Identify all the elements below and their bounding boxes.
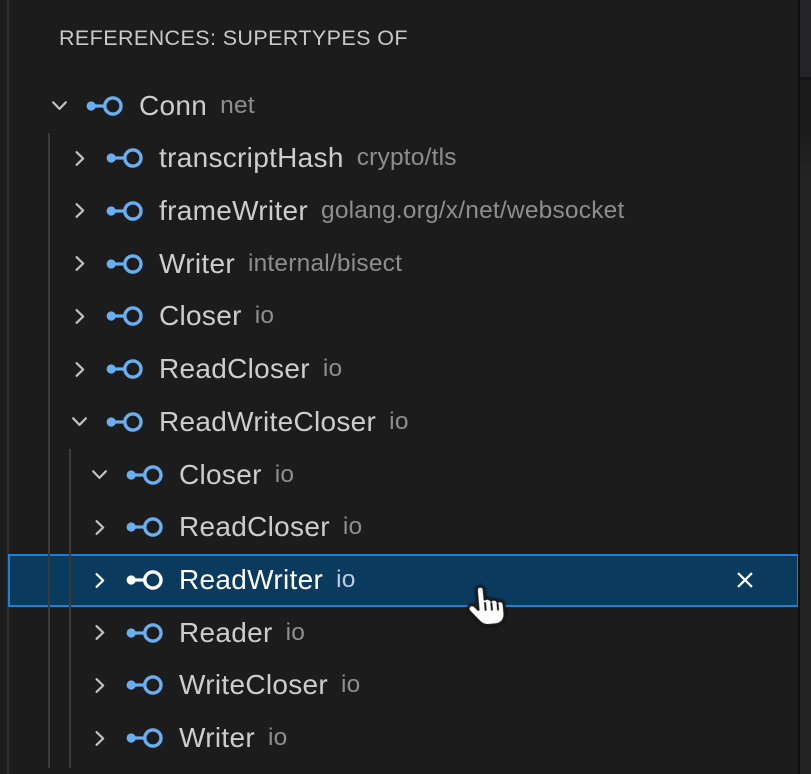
symbol-interface-icon: [106, 252, 143, 276]
tree-row-description: net: [220, 91, 255, 119]
editor-edge-top: [800, 0, 811, 77]
tree-row-label: transcriptHash: [159, 142, 344, 174]
tree-row-description: internal/bisect: [247, 249, 403, 277]
supertypes-tree: Conn net transcriptHash crypto/tls: [0, 79, 799, 774]
tree-row-description: io: [322, 355, 343, 383]
tree-row-label: Closer: [179, 458, 262, 490]
tree-row-description: io: [285, 618, 306, 646]
symbol-interface-icon: [126, 673, 163, 697]
symbol-interface-icon: [126, 515, 163, 539]
tree-row[interactable]: Closer io: [8, 290, 799, 343]
tree-row[interactable]: Writer io: [8, 712, 799, 765]
tree-row-description: io: [274, 460, 295, 488]
chevron-icon[interactable]: [66, 132, 92, 185]
symbol-interface-icon: [126, 568, 163, 592]
tree-row[interactable]: Conn net: [8, 79, 799, 132]
tree-row-label: Closer: [159, 300, 242, 332]
tree-row[interactable]: transcriptHash crypto/tls: [8, 132, 799, 185]
symbol-interface-icon: [86, 94, 123, 118]
tree-row-label: ReadWriteCloser: [159, 405, 377, 437]
chevron-icon[interactable]: [66, 343, 92, 396]
chevron-icon[interactable]: [66, 237, 92, 290]
tree-row-label: ReadCloser: [159, 353, 310, 385]
panel-editor-divider: [798, 0, 801, 774]
chevron-icon[interactable]: [86, 448, 112, 501]
tree-row-label: frameWriter: [159, 194, 309, 226]
tree-row[interactable]: Reader io: [8, 606, 799, 659]
symbol-interface-icon: [106, 199, 143, 223]
tree-row-description: crypto/tls: [356, 144, 457, 172]
symbol-interface-icon: [126, 463, 163, 487]
tree-row-label: Writer: [179, 722, 255, 754]
tree-row-description: io: [267, 724, 288, 752]
tree-row-description: io: [389, 407, 409, 435]
symbol-interface-icon: [106, 304, 143, 328]
tree-row[interactable]: ReadCloser io: [8, 501, 799, 554]
panel-header: REFERENCES: SUPERTYPES OF: [0, 0, 798, 78]
chevron-icon[interactable]: [86, 606, 112, 659]
tree-row-label: Conn: [139, 89, 208, 121]
tree-row-description: io: [336, 566, 356, 593]
tree-row-description: io: [342, 513, 363, 541]
tree-row[interactable]: WriteCloser io: [8, 659, 799, 712]
tree-row[interactable]: ReadWriteCloser io: [8, 395, 799, 448]
tree-row[interactable]: ReadWriter io: [8, 553, 799, 607]
tree-row-description: io: [254, 302, 275, 330]
chevron-icon[interactable]: [86, 659, 112, 712]
chevron-icon[interactable]: [86, 712, 112, 765]
tree-row[interactable]: ReadCloser io: [8, 343, 799, 396]
chevron-icon[interactable]: [66, 395, 92, 448]
tree-row-label: WriteCloser: [179, 669, 329, 701]
symbol-interface-icon: [106, 357, 143, 381]
editor-edge-strip: [800, 0, 811, 774]
tree-row-description: io: [341, 671, 361, 699]
symbol-interface-icon: [126, 726, 163, 750]
symbol-interface-icon: [126, 621, 163, 645]
tree-row[interactable]: frameWriter golang.org/x/net/websocket: [8, 184, 799, 237]
editor-edge-bottom: [800, 133, 811, 774]
tree-row[interactable]: Closer io: [8, 448, 799, 501]
tree-row[interactable]: Writer internal/bisect: [8, 237, 799, 290]
tree-row-label: ReadCloser: [179, 511, 330, 543]
symbol-interface-icon: [106, 146, 143, 170]
symbol-interface-icon: [106, 410, 143, 434]
editor-edge-separator: [800, 77, 811, 80]
tree-row-label: Writer: [159, 247, 235, 279]
panel-left-border: [7, 0, 9, 774]
tree-row-label: ReadWriter: [179, 564, 324, 595]
chevron-icon[interactable]: [86, 501, 112, 554]
tree-row-label: Reader: [179, 616, 273, 648]
chevron-icon[interactable]: [46, 79, 72, 132]
chevron-icon[interactable]: [66, 184, 92, 237]
close-icon[interactable]: [733, 568, 757, 592]
editor-edge-mid: [800, 80, 811, 133]
chevron-icon[interactable]: [86, 554, 112, 607]
chevron-icon[interactable]: [66, 290, 92, 343]
tree-row-description: golang.org/x/net/websocket: [321, 196, 625, 224]
panel-title: REFERENCES: SUPERTYPES OF: [59, 26, 408, 50]
